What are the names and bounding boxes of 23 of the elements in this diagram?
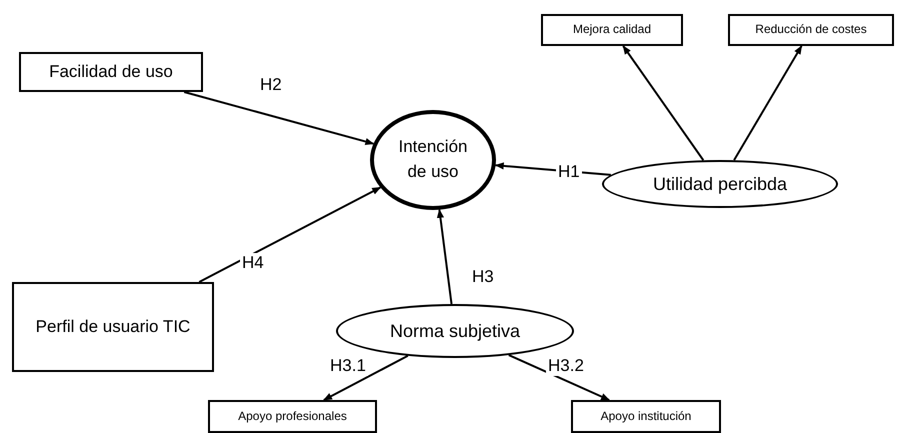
arrow <box>733 45 802 161</box>
indicator-box <box>12 282 214 372</box>
edge-label: H3.1 <box>328 356 368 376</box>
node-label: Perfil de usuario TIC <box>36 316 190 338</box>
indicator-box <box>728 14 894 46</box>
arrow <box>184 91 374 146</box>
arrow <box>508 354 610 401</box>
node-label: Intención de uso <box>398 136 468 183</box>
node-label: Apoyo profesionales <box>238 408 347 425</box>
arrow <box>622 45 704 161</box>
indicator-box <box>541 14 683 46</box>
node-label: Apoyo institución <box>600 408 692 425</box>
indicator-box <box>19 52 203 92</box>
node-label: Norma subjetiva <box>390 320 520 343</box>
node-label: Utilidad percibda <box>652 172 788 196</box>
node-label: Facilidad de uso <box>49 60 173 83</box>
edge-label: H3.2 <box>546 356 586 376</box>
node-label: Mejora calidad <box>572 21 652 38</box>
node-label: Reducción de costes <box>755 21 867 38</box>
indicator-box <box>571 400 721 433</box>
indicator-box <box>208 400 377 433</box>
arrow <box>436 208 453 304</box>
arrow <box>198 186 382 283</box>
